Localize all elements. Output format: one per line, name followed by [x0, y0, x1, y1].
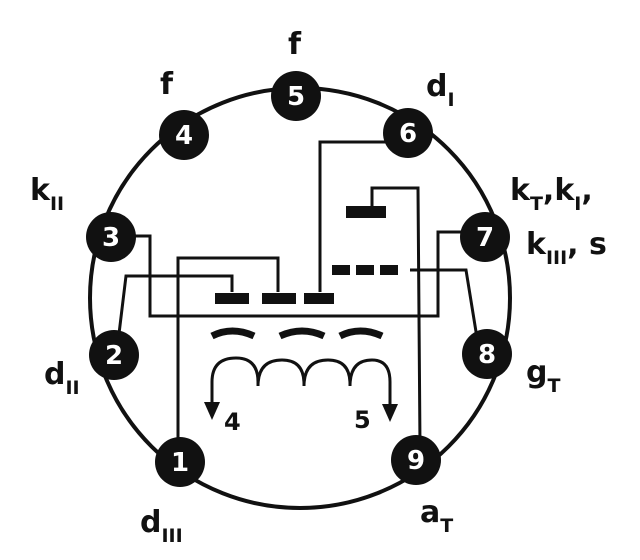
pin3-label-main: k: [30, 173, 51, 208]
pin1-label-main: d: [140, 505, 161, 540]
grid-segment: [380, 265, 398, 275]
wire-pin8-grid: [410, 268, 480, 345]
heater-arrow-right-icon: [382, 404, 398, 422]
pin3-label-sub: II: [50, 193, 64, 215]
pin7-label-main: k: [510, 173, 531, 208]
pin6-label-main: d: [426, 69, 447, 104]
pin7-label-k3-sub: III: [546, 247, 567, 269]
wire-pin9-anode: [370, 186, 422, 447]
pin9-label-main: a: [420, 495, 440, 530]
pin4-label: f: [160, 67, 174, 102]
grid-segment: [356, 265, 374, 275]
pin2-label: dII: [44, 357, 80, 399]
pin7-label-line2: kIII, s: [526, 227, 607, 269]
pin-number: 6: [399, 119, 417, 149]
cathode-arc: [210, 327, 256, 340]
electrodes: [210, 206, 398, 340]
pin7-label-k1: k: [554, 173, 575, 208]
diode-plate-2: [262, 293, 296, 304]
heater-coil: [210, 356, 392, 404]
pin-disc: [89, 330, 139, 380]
pin-number: 2: [105, 341, 123, 371]
pin6-label-sub: I: [447, 89, 454, 111]
wire-pin7-cathode: [388, 230, 466, 318]
wire-pin6-diode1: [318, 140, 404, 292]
pin8-label: gT: [526, 355, 560, 397]
pin5-label: f: [288, 27, 302, 62]
pin7-label-tail: , s: [567, 227, 607, 262]
heater-label-left: 4: [224, 408, 241, 436]
heater-label-right: 5: [354, 406, 371, 434]
pin-7: 7: [460, 212, 510, 262]
pin8-label-main: g: [526, 355, 547, 390]
pin7-label-k1-sub: I: [574, 193, 581, 215]
pin-1: 1: [155, 437, 205, 487]
pin-3: 3: [86, 212, 136, 262]
pin7-label-sep2: ,: [581, 173, 592, 208]
pin-disc: [86, 212, 136, 262]
pin9-label: aT: [420, 495, 453, 537]
pin-number: 3: [102, 223, 120, 253]
pin-4: 4: [159, 110, 209, 160]
cathode-arc: [278, 327, 326, 340]
wire-pin1-diode3: [176, 256, 280, 440]
pin2-label-main: d: [44, 357, 65, 392]
pin-2: 2: [89, 330, 139, 380]
pin-number: 9: [407, 446, 425, 476]
pin2-label-sub: II: [65, 377, 79, 399]
pin7-label-sub: T: [530, 193, 543, 215]
triode-anode-plate: [346, 206, 386, 218]
pin6-label: dI: [426, 69, 455, 111]
pin-disc: [155, 437, 205, 487]
pin-number: 1: [171, 448, 189, 478]
pin3-label: kII: [30, 173, 64, 215]
pin-disc: [391, 435, 441, 485]
wire-pin3-cathode2: [124, 234, 210, 318]
pin1-label: dIII: [140, 505, 183, 547]
pin-number: 5: [287, 82, 305, 112]
diode-plate-1: [215, 293, 249, 304]
pin7-label-k3: k: [526, 227, 547, 262]
pin8-label-sub: T: [547, 375, 560, 397]
pin-number: 8: [478, 340, 496, 370]
pin-8: 8: [462, 329, 512, 379]
pin-disc: [271, 71, 321, 121]
pin-9: 9: [391, 435, 441, 485]
pin-number: 7: [476, 223, 494, 253]
pin-disc: [159, 110, 209, 160]
cathode-arc: [338, 327, 384, 340]
internal-wiring: [116, 140, 480, 447]
diode-plate-3: [304, 293, 334, 304]
grid-segment: [332, 265, 350, 275]
pin-disc: [462, 329, 512, 379]
pin9-label-sub: T: [440, 515, 453, 537]
heater-arrow-left-icon: [204, 402, 220, 420]
pin-number: 4: [175, 121, 193, 151]
pin-disc: [383, 108, 433, 158]
pin-5: 5: [271, 71, 321, 121]
pin-6: 6: [383, 108, 433, 158]
tube-envelope-circle: [88, 86, 512, 510]
pin7-label-sep: ,: [543, 173, 554, 208]
heater-filament: 4 5: [204, 356, 398, 436]
pin1-label-sub: III: [161, 525, 182, 547]
pin-disc: [460, 212, 510, 262]
pin7-label: kT,kI,: [510, 173, 593, 215]
wire-pin2-diode2: [116, 274, 234, 343]
